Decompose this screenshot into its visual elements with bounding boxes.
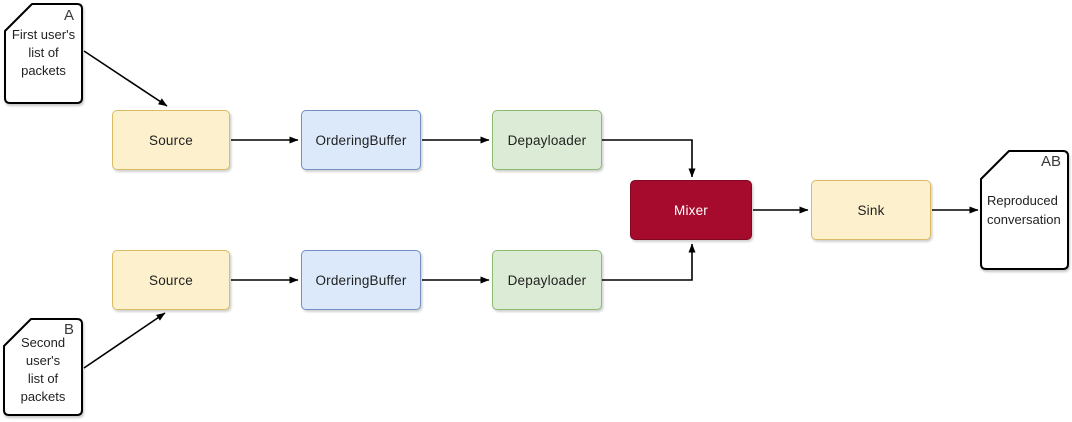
edge-depayloader-bottom-to-mixer (602, 243, 696, 281)
node-ordering-buffer-bottom-label: OrderingBuffer (315, 272, 407, 288)
document-b-label: Second user's list of packets (20, 335, 66, 404)
document-b-shape (3, 318, 83, 416)
node-mixer: Mixer (630, 180, 752, 240)
document-a-label: First user's list of packets (11, 27, 76, 78)
node-depayloader-bottom: Depayloader (492, 250, 602, 310)
edge-depayloader-top-to-mixer (602, 139, 696, 178)
document-b-badge: B (63, 321, 74, 338)
node-sink: Sink (811, 180, 931, 240)
node-source-bottom-label: Source (149, 272, 193, 288)
node-source-top: Source (112, 110, 230, 170)
node-depayloader-top: Depayloader (492, 110, 602, 170)
document-ab-badge: AB (1040, 153, 1061, 170)
node-mixer-label: Mixer (674, 202, 708, 218)
node-depayloader-top-label: Depayloader (507, 132, 587, 148)
node-source-top-label: Source (149, 132, 193, 148)
node-depayloader-bottom-label: Depayloader (507, 272, 587, 288)
node-sink-label: Sink (857, 202, 885, 218)
document-ab-label: Reproduced conversation (987, 193, 1061, 227)
document-ab-shape (980, 150, 1069, 270)
edge-doc-b-to-source-bottom (83, 312, 166, 369)
node-ordering-buffer-bottom: OrderingBuffer (301, 250, 421, 310)
edge-doc-a-to-source-top (83, 50, 168, 107)
node-ordering-buffer-top-label: OrderingBuffer (315, 132, 407, 148)
document-a-badge: A (63, 7, 74, 24)
node-ordering-buffer-top: OrderingBuffer (301, 110, 421, 170)
document-a-shape (4, 3, 83, 104)
node-source-bottom: Source (112, 250, 230, 310)
